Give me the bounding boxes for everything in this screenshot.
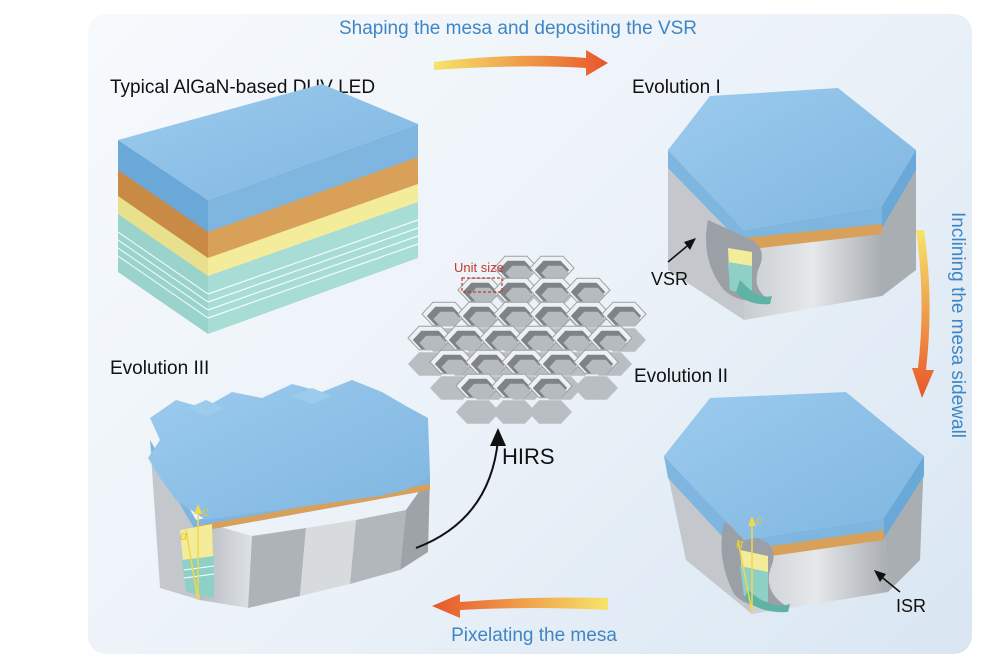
label-evolution-1: Evolution I bbox=[632, 77, 721, 98]
honeycomb-cell-inner bbox=[505, 287, 533, 303]
honeycomb-cell-inner bbox=[469, 287, 497, 303]
label-hirs: HIRS bbox=[502, 444, 555, 469]
label-evolution-2: Evolution II bbox=[634, 366, 728, 387]
honeycomb-cell-inner bbox=[513, 359, 541, 375]
arrow-top bbox=[434, 50, 608, 76]
vsr-callout bbox=[667, 238, 696, 263]
unit-size-box bbox=[461, 277, 503, 293]
honeycomb-cell-inner bbox=[477, 359, 505, 375]
honeycomb-cell-inner bbox=[527, 335, 555, 351]
arrow-top-label: Shaping the mesa and depositing the VSR bbox=[339, 18, 697, 39]
honeycomb-cell-inner bbox=[541, 311, 569, 327]
evolution-2-block bbox=[664, 392, 924, 614]
honeycomb-cell-inner bbox=[541, 287, 569, 303]
honeycomb-cell-inner bbox=[469, 311, 497, 327]
arrow-right bbox=[912, 230, 934, 398]
label-c-axis-3: c bbox=[202, 504, 209, 519]
honeycomb-cell-inner bbox=[613, 311, 641, 327]
arrow-right-label: Inclining the mesa sidewall bbox=[947, 212, 968, 438]
label-alpha-2: α bbox=[736, 536, 744, 551]
honeycomb-cell-inner bbox=[577, 311, 605, 327]
hirs-honeycomb bbox=[407, 255, 647, 424]
honeycomb-cell-inner bbox=[549, 359, 577, 375]
evolution-1-block bbox=[668, 88, 916, 320]
honeycomb-cell-wall bbox=[574, 376, 618, 400]
label-unit-size: Unit size bbox=[454, 260, 504, 275]
honeycomb-cell-inner bbox=[505, 311, 533, 327]
isr-callout bbox=[874, 570, 901, 593]
honeycomb-cell-inner bbox=[585, 359, 613, 375]
arrow-bottom-label: Pixelating the mesa bbox=[451, 625, 617, 646]
honeycomb-cell-inner bbox=[539, 383, 567, 399]
hirs-arrow bbox=[415, 428, 506, 549]
honeycomb-cell-inner bbox=[577, 287, 605, 303]
arrow-bottom bbox=[432, 594, 608, 618]
honeycomb-cell-inner bbox=[491, 335, 519, 351]
label-evolution-3: Evolution III bbox=[110, 358, 209, 379]
label-alpha-3: α bbox=[180, 528, 188, 543]
honeycomb-cell-inner bbox=[503, 383, 531, 399]
honeycomb-cell-wall bbox=[456, 400, 500, 424]
evolution-3-block bbox=[148, 380, 430, 608]
typical-led-block bbox=[117, 84, 419, 334]
honeycomb-cell-inner bbox=[419, 335, 447, 351]
label-isr: ISR bbox=[896, 596, 926, 616]
honeycomb-cell-wall bbox=[492, 400, 536, 424]
honeycomb-cell-wall bbox=[528, 400, 572, 424]
honeycomb-cell-inner bbox=[467, 383, 495, 399]
honeycomb-cell-inner bbox=[433, 311, 461, 327]
honeycomb-cell-inner bbox=[541, 265, 569, 281]
honeycomb-cell-inner bbox=[441, 359, 469, 375]
honeycomb-cell-inner bbox=[505, 265, 533, 281]
honeycomb-cell-inner bbox=[455, 335, 483, 351]
honeycomb-cell-inner bbox=[563, 335, 591, 351]
label-c-axis-2: c bbox=[756, 512, 763, 527]
honeycomb-cell-inner bbox=[599, 335, 627, 351]
label-vsr: VSR bbox=[651, 269, 688, 289]
